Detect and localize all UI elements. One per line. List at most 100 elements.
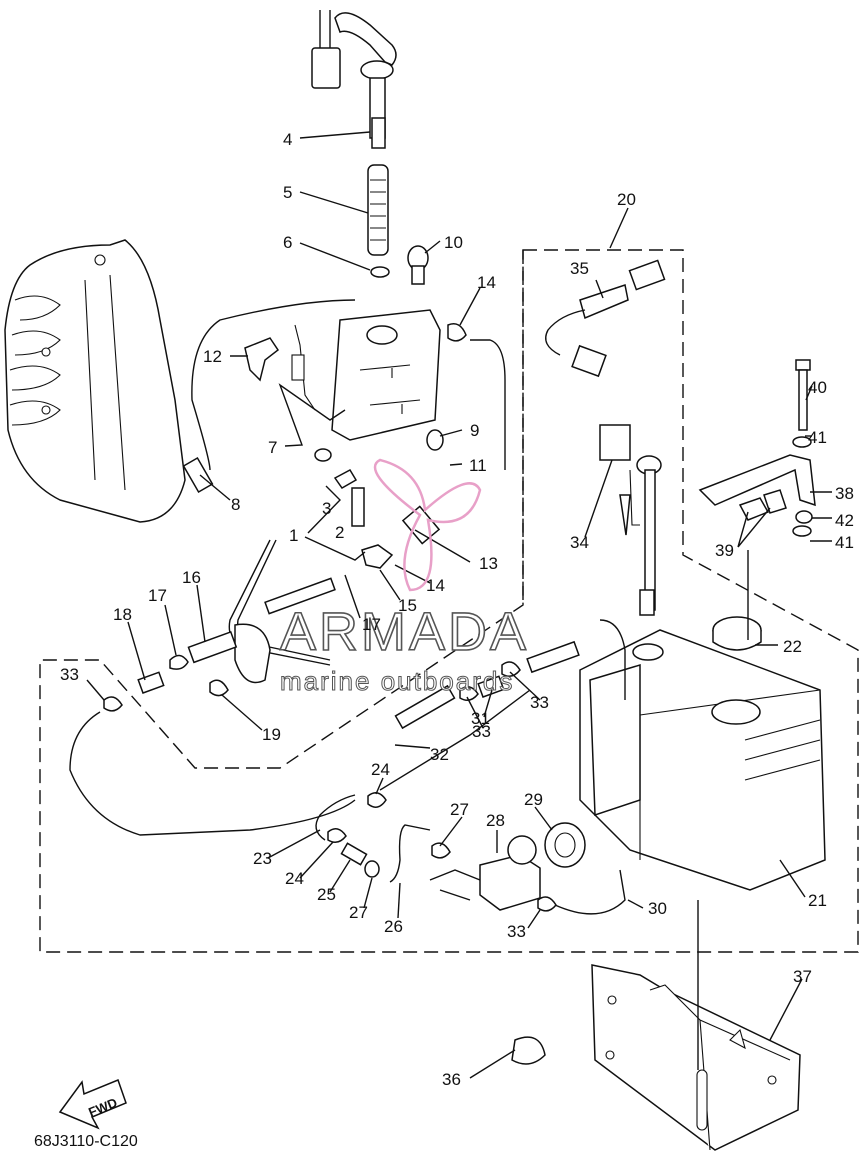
fuel-filter-element	[367, 164, 389, 256]
filter-cap	[407, 245, 429, 285]
collar	[351, 487, 365, 527]
clamp-24b	[327, 828, 347, 843]
tank-strap-38	[698, 454, 816, 507]
fuel-cap	[712, 616, 762, 651]
tank-bracket	[591, 964, 801, 1151]
callout-41b: 41	[835, 533, 854, 552]
callout-27b: 27	[349, 903, 368, 922]
clamp-24a	[367, 792, 387, 808]
callout-38: 38	[835, 484, 854, 503]
callout-4: 4	[283, 130, 292, 149]
clamp-27a	[431, 842, 451, 859]
pad-39b	[763, 489, 787, 514]
callout-34: 34	[570, 533, 589, 552]
callout-29: 29	[524, 790, 543, 809]
callout-23: 23	[253, 849, 272, 868]
callout-42: 42	[835, 511, 854, 530]
callout-3: 3	[322, 499, 331, 518]
o-ring	[370, 266, 390, 278]
sensor-connector	[599, 424, 662, 616]
callout-9: 9	[470, 421, 479, 440]
callout-17b: 17	[362, 615, 381, 634]
hose-clamp	[103, 696, 123, 712]
group-outlines	[39, 249, 859, 953]
callout-36: 36	[442, 1070, 461, 1089]
bolt-40	[795, 359, 811, 431]
callout-10: 10	[444, 233, 463, 252]
fuel-pickup-hose	[311, 10, 397, 149]
outlet-hose	[470, 339, 506, 470]
fittings	[137, 640, 580, 701]
callout-8: 8	[231, 495, 240, 514]
callout-41a: 41	[808, 428, 827, 447]
long-hose	[69, 711, 356, 836]
callout-32: 32	[430, 745, 449, 764]
callout-20: 20	[617, 190, 636, 209]
watermark-brand: ARMADA	[280, 602, 529, 662]
nut	[314, 448, 332, 462]
armada-watermark: ARMADA marine outboards	[279, 458, 529, 697]
fwd-arrow: FWD	[58, 1079, 127, 1130]
callout-15: 15	[398, 596, 417, 615]
clamp-33d	[537, 896, 557, 912]
callout-30: 30	[648, 899, 667, 918]
washer-41a	[792, 436, 812, 448]
callout-28: 28	[486, 811, 505, 830]
engine-block	[4, 239, 186, 523]
grommet	[426, 429, 444, 451]
propeller-logo	[373, 458, 482, 592]
grommet-sensor	[632, 643, 664, 661]
joint-25	[340, 842, 368, 866]
washer-41b	[792, 525, 812, 537]
callout-2: 2	[335, 523, 344, 542]
watermark-tagline: marine outboards	[280, 666, 514, 696]
callout-37: 37	[793, 967, 812, 986]
callout-13: 13	[479, 554, 498, 573]
fuel-filter-bracket	[291, 309, 441, 441]
callout-11: 11	[469, 456, 487, 475]
callout-17a: 17	[148, 586, 167, 605]
clamp-36	[511, 1036, 546, 1065]
pump-cap	[544, 822, 586, 868]
callout-33a: 33	[60, 665, 79, 684]
fuel-level-sensor-harness	[545, 259, 666, 378]
drawing-code: 68J3110-C120	[34, 1133, 138, 1150]
callout-35: 35	[570, 259, 589, 278]
callout-1: 1	[289, 526, 298, 545]
bolt	[333, 469, 358, 489]
clamp	[447, 323, 467, 342]
hose-joint	[182, 456, 214, 494]
nut-42	[795, 510, 813, 524]
callout-12: 12	[203, 347, 222, 366]
leader-lines	[86, 131, 832, 1079]
clamp-27b	[364, 860, 380, 878]
hose-30	[554, 869, 626, 915]
fuel-hose-assembly	[187, 539, 531, 791]
fuel-tank	[579, 619, 826, 891]
pump-hose	[315, 794, 356, 841]
callout-6: 6	[283, 233, 292, 252]
callout-33b: 33	[530, 693, 549, 712]
callout-26: 26	[384, 917, 403, 936]
callout-33d: 33	[507, 922, 526, 941]
joint-fitting	[361, 544, 394, 569]
callout-27a: 27	[450, 800, 469, 819]
fuel-pump	[429, 835, 541, 911]
clip	[244, 337, 280, 382]
callout-16: 16	[182, 568, 201, 587]
callout-39: 39	[715, 541, 734, 560]
callout-24b: 24	[285, 869, 304, 888]
callout-7: 7	[268, 438, 277, 457]
callout-19: 19	[262, 725, 281, 744]
vent-hose	[191, 299, 356, 471]
pad-39	[738, 497, 770, 521]
callout-5: 5	[283, 183, 292, 202]
callout-24a: 24	[371, 760, 390, 779]
callout-22: 22	[783, 637, 802, 656]
callout-numbers: 4 5 6 10 14 12 7 9 11 8 3 1 2 13 14 15 1…	[60, 130, 854, 1089]
callout-21: 21	[808, 891, 827, 910]
callout-31: 31	[471, 709, 490, 728]
callout-18: 18	[113, 605, 132, 624]
callout-25: 25	[317, 885, 336, 904]
